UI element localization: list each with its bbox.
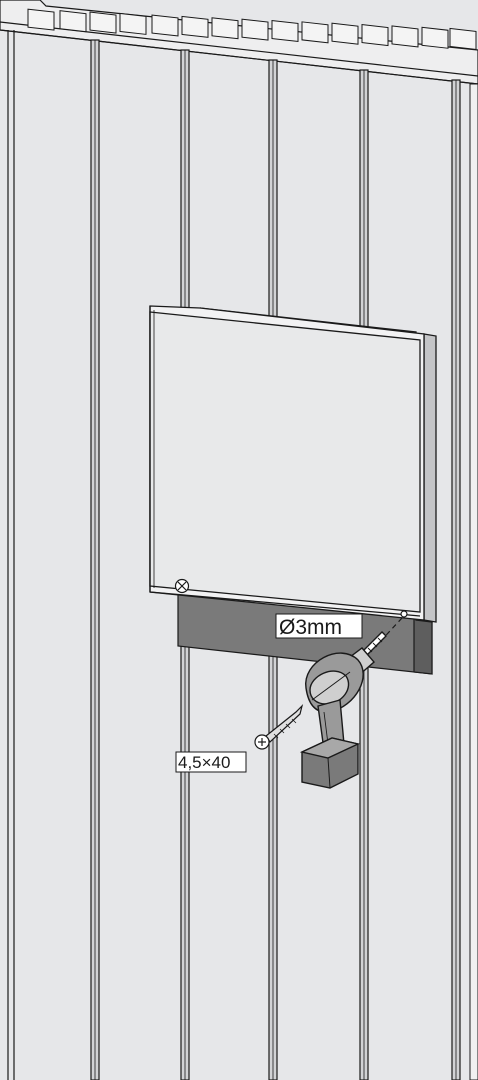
installed-screw-icon <box>174 578 190 594</box>
screw-size-text: 4,5×40 <box>178 753 230 772</box>
right-edge-strip <box>469 83 478 1080</box>
groove-2 <box>90 39 100 1080</box>
panel-top-clips <box>27 8 477 50</box>
drill-hole-marker <box>400 610 408 618</box>
box-cabinet <box>149 305 437 623</box>
groove-6 <box>451 79 461 1080</box>
groove-1 <box>7 30 15 1080</box>
drill-diameter-label-box <box>275 613 363 639</box>
drill-diameter-text: Ø3mm <box>279 616 342 639</box>
screw-size-label-box <box>175 751 247 773</box>
cordless-drill-icon <box>299 631 387 789</box>
drill-diameter-label: Ø3mm <box>275 613 363 639</box>
screw-icon <box>254 704 304 750</box>
screw-size-label: 4,5×40 <box>175 751 247 773</box>
